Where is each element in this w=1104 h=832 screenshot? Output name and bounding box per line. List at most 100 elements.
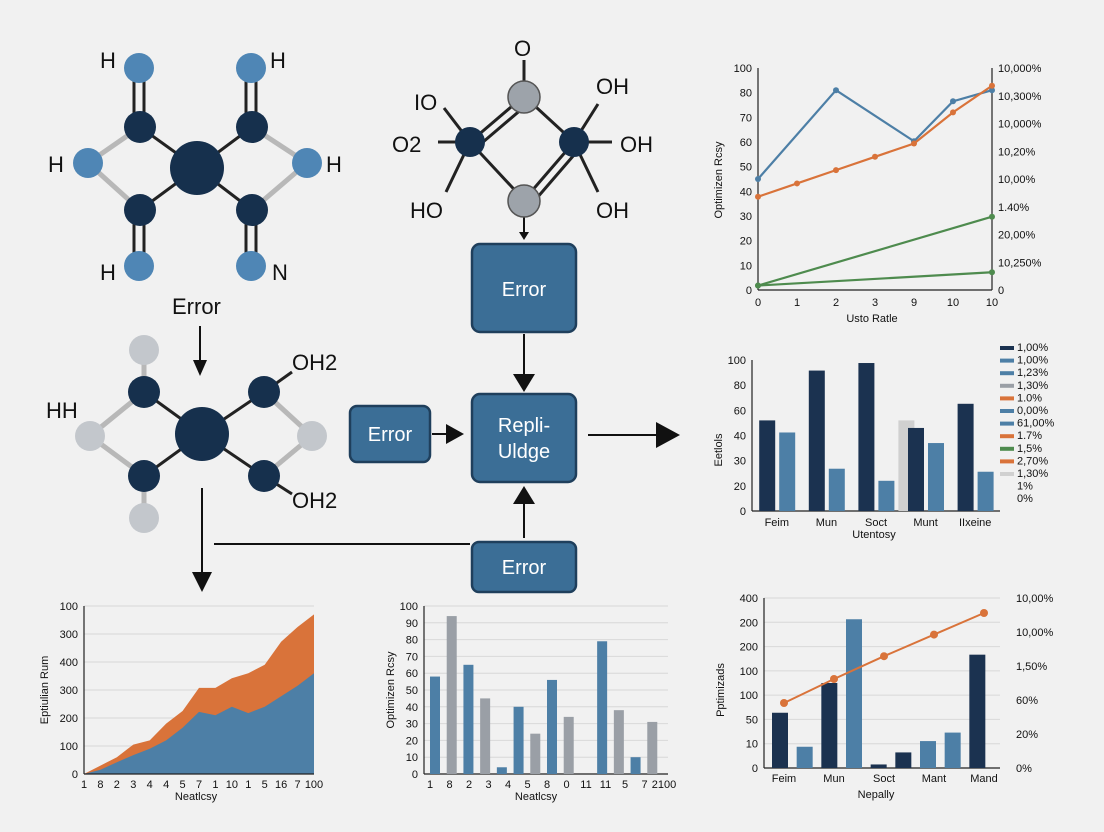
x-tick-label: 4 — [505, 779, 511, 791]
legend-label: 1,00% — [1017, 355, 1048, 367]
bar — [928, 443, 944, 511]
x-tick-label: 7 — [295, 779, 301, 791]
y-tick-label: 200 — [60, 713, 78, 725]
bar — [846, 619, 862, 768]
y2-tick-label: 1.40% — [998, 202, 1029, 214]
y-axis-label: Eetlols — [713, 433, 725, 467]
bar — [547, 679, 557, 774]
atom-h — [236, 251, 266, 281]
chart-area-bottom-left: Neatlcsy Eptiulian Rum 01002003004003001… — [39, 601, 323, 803]
y-tick-label: 50 — [406, 685, 418, 697]
atom-center — [175, 407, 229, 461]
y-tick-label: 0 — [752, 763, 758, 775]
x-tick-label: 9 — [911, 297, 917, 309]
legend-label: 0,00% — [1017, 405, 1048, 417]
x-tick-label: 8 — [97, 779, 103, 791]
atom-h — [236, 53, 266, 83]
box-label: Error — [502, 557, 547, 579]
y2-tick-label: 10,00% — [1016, 627, 1054, 639]
data-point — [989, 213, 995, 220]
atom-h — [292, 148, 322, 178]
bar — [430, 676, 440, 774]
atom-h — [73, 148, 103, 178]
legend-label: 1,5% — [1017, 443, 1042, 455]
x-tick-label: 5 — [622, 779, 628, 791]
y2-tick-label: 60% — [1016, 695, 1038, 707]
box-label: Error — [502, 279, 547, 301]
x-tick-label: 5 — [180, 779, 186, 791]
x-tick-label: 16 — [275, 779, 287, 791]
atom — [248, 460, 280, 492]
x-tick-label: Mant — [922, 773, 946, 785]
legend-label: 2,70% — [1017, 455, 1048, 467]
data-point — [950, 98, 956, 105]
x-axis-label: Utentosy — [852, 529, 896, 541]
y-tick-label: 100 — [740, 690, 758, 702]
y-tick-label: 70 — [406, 651, 418, 663]
bar — [908, 427, 924, 511]
legend-label: 1% — [1017, 481, 1033, 493]
y-tick-label: 40 — [406, 702, 418, 714]
data-point — [780, 699, 788, 707]
y-tick-label: 10 — [740, 260, 752, 272]
x-tick-label: 1 — [81, 779, 87, 791]
data-point — [989, 269, 995, 276]
x-tick-label: 2 — [466, 779, 472, 791]
y-tick-label: 30 — [734, 456, 746, 468]
x-tick-label: 3 — [485, 779, 491, 791]
atom — [124, 194, 156, 226]
legend-label: 1.7% — [1017, 430, 1042, 442]
data-point — [755, 176, 761, 182]
y2-tick-label: 10,300% — [998, 91, 1042, 103]
atom-label: OH — [596, 198, 629, 223]
atom-label: H — [326, 152, 342, 177]
bar — [870, 764, 887, 768]
flow-box-error-top[interactable]: Error — [470, 242, 578, 334]
legend-swatch — [1000, 346, 1014, 350]
x-tick-label: 5 — [524, 779, 530, 791]
x-tick-label: 5 — [262, 779, 268, 791]
data-point — [880, 652, 888, 661]
legend-label: 0% — [1017, 493, 1033, 505]
bar — [944, 732, 961, 768]
bar — [821, 683, 838, 768]
y-tick-label: 80 — [740, 88, 752, 100]
y2-tick-label: 10,000% — [998, 63, 1042, 75]
arrowhead-icon — [519, 232, 529, 240]
bar — [878, 480, 895, 511]
bar — [957, 403, 974, 511]
x-tick-label: 10 — [226, 779, 238, 791]
data-point — [930, 630, 938, 639]
y-tick-label: 40 — [734, 431, 746, 443]
bar — [779, 432, 796, 511]
atom-label: H — [100, 260, 116, 285]
x-tick-label: 0 — [563, 779, 569, 791]
bar — [496, 767, 507, 774]
y-tick-label: 0 — [746, 285, 752, 297]
arrowhead-icon — [513, 374, 535, 392]
series-line — [757, 84, 993, 198]
legend-label: 61,00% — [1017, 418, 1055, 430]
bar — [597, 641, 608, 774]
atom-label: OH — [596, 74, 629, 99]
bar — [463, 664, 474, 774]
y2-tick-label: 10,000% — [998, 119, 1042, 131]
y2-tick-label: 20,00% — [998, 230, 1036, 242]
flow-box-center[interactable]: Repli- Uldge — [470, 392, 578, 484]
x-tick-label: Mun — [823, 773, 844, 785]
bar — [613, 710, 624, 774]
y-tick-label: 100 — [400, 601, 418, 613]
y-tick-label: 300 — [60, 629, 78, 641]
x-tick-label: 11 — [600, 779, 611, 791]
legend-swatch — [1000, 421, 1014, 426]
x-tick-label: 1 — [245, 779, 251, 791]
data-point — [911, 140, 917, 147]
flow-box-error-bottom[interactable]: Error — [470, 540, 578, 594]
legend-swatch — [1000, 383, 1014, 388]
atom-center — [170, 141, 224, 195]
bar — [530, 733, 541, 774]
flow-box-error-left[interactable]: Error — [348, 404, 432, 464]
arrowhead-icon — [656, 422, 680, 448]
atom-label: O2 — [392, 132, 421, 157]
x-axis-label: Neatlcsy — [175, 791, 218, 803]
